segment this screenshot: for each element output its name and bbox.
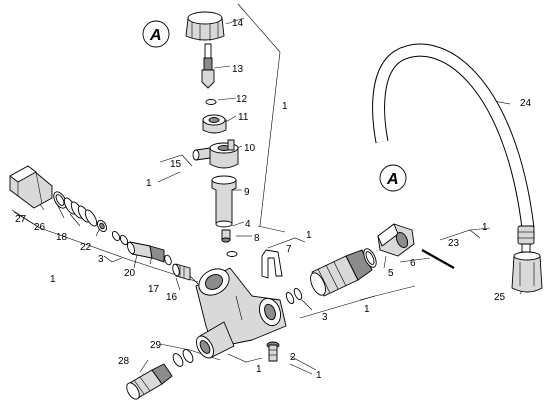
label-11: 11 (238, 112, 249, 123)
label-3-left: 3 (98, 254, 104, 265)
reference-mark-top-text: A (149, 27, 162, 44)
label-1-left: 1 (50, 274, 56, 285)
label-18: 18 (56, 232, 68, 243)
pin-part-6 (421, 249, 455, 269)
oring-part-29 (172, 349, 194, 367)
oring-part-12 (205, 99, 217, 105)
tube-part-9 (211, 175, 237, 228)
label-13: 13 (232, 64, 244, 75)
fitting-part-16 (172, 263, 191, 281)
label-22: 22 (80, 242, 92, 253)
label-9: 9 (244, 187, 250, 198)
label-12: 12 (236, 94, 248, 105)
label-10: 10 (244, 143, 256, 154)
main-body (195, 267, 287, 359)
oring-part-26 (53, 191, 67, 209)
reference-mark-hose-text: A (386, 171, 399, 188)
nozzle-part-13 (201, 43, 215, 89)
washer-part-22 (96, 219, 108, 233)
washer-part-17 (164, 254, 172, 266)
label-1-bottom: 1 (256, 364, 262, 375)
valve-part-4 (221, 229, 231, 243)
label-6: 6 (410, 258, 416, 269)
label-23: 23 (448, 238, 460, 249)
nut-part-11 (202, 114, 227, 134)
label-4: 4 (245, 219, 251, 230)
label-1-right: 1 (364, 304, 370, 315)
body-part-10 (209, 139, 239, 169)
cap-part-14 (185, 11, 225, 41)
hose-part-24 (372, 43, 543, 293)
label-16: 16 (166, 292, 178, 303)
label-17: 17 (148, 284, 160, 295)
label-2: 2 (290, 352, 296, 363)
label-1-pin: 1 (146, 178, 152, 189)
piston-part-20 (127, 241, 165, 263)
label-5: 5 (388, 268, 394, 279)
label-3-right: 3 (322, 312, 328, 323)
bolt-part-2 (266, 341, 280, 362)
label-1-clip: 1 (306, 230, 312, 241)
oring-part-8 (226, 251, 238, 257)
label-1-bolt: 1 (316, 370, 322, 381)
bracket-lines (11, 3, 531, 375)
label-28: 28 (118, 356, 130, 367)
label-15: 15 (170, 159, 182, 170)
label-7: 7 (286, 244, 292, 255)
reference-mark-top: A (142, 20, 170, 48)
label-25: 25 (494, 292, 506, 303)
label-1-right-top: 1 (482, 222, 488, 233)
label-14: 14 (232, 18, 244, 29)
oring-part-3-left (111, 230, 129, 246)
label-20: 20 (124, 268, 136, 279)
nut-part-27 (9, 165, 53, 209)
label-8: 8 (254, 233, 260, 244)
spring-part-18 (63, 197, 98, 227)
label-26: 26 (34, 222, 46, 233)
reference-mark-hose: A (379, 164, 407, 192)
clip-part-7 (261, 249, 283, 279)
coupling-part-28 (126, 363, 173, 400)
nut-part-right (377, 223, 415, 257)
label-24: 24 (520, 98, 532, 109)
oring-part-3-right (285, 287, 303, 305)
part-number-labels: 14 13 12 1 11 10 15 1 9 4 8 1 7 27 26 18… (15, 18, 532, 381)
oring-part-5 (363, 248, 377, 268)
label-29: 29 (150, 340, 162, 351)
pin-part-15 (192, 147, 211, 161)
label-1-top: 1 (282, 101, 288, 112)
valve-cartridge (310, 249, 373, 297)
label-27: 27 (15, 214, 27, 225)
